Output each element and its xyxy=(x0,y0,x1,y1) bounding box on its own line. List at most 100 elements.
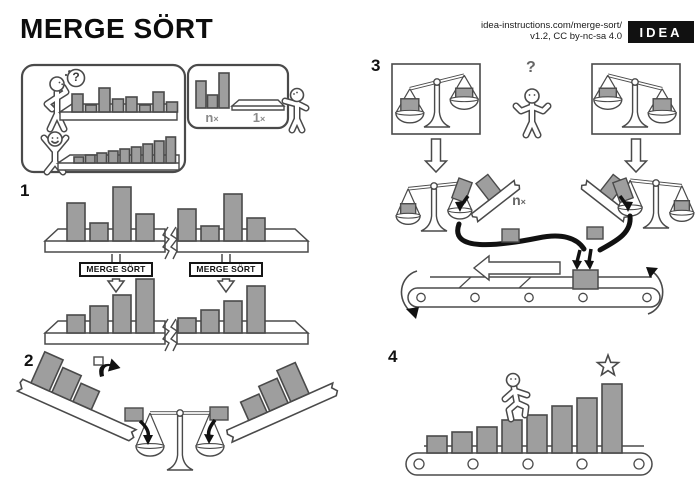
parts-panel xyxy=(186,63,310,134)
ramp-left-bars xyxy=(29,350,101,411)
n-count-x: × xyxy=(213,114,219,124)
bar xyxy=(89,222,109,242)
n-count: n xyxy=(205,110,214,125)
bar xyxy=(111,98,125,113)
page-title: MERGE SÖRT xyxy=(20,13,214,44)
belt-direction-arrow xyxy=(472,254,561,282)
break-zigzag-top xyxy=(161,226,179,260)
step1-sorted-right-bars xyxy=(177,285,266,334)
step1-split xyxy=(43,186,310,352)
bar xyxy=(275,361,311,403)
climbing-person xyxy=(501,372,531,423)
bar xyxy=(130,146,142,164)
step-4-number: 4 xyxy=(388,347,398,366)
parts-bars xyxy=(195,72,230,109)
step3-n-times: n× xyxy=(502,192,536,210)
rotate-arrow-icon xyxy=(99,358,121,377)
bar xyxy=(165,136,177,164)
bar xyxy=(138,104,152,113)
bar xyxy=(223,300,243,334)
parts-count-n: n× xyxy=(197,109,227,127)
bar xyxy=(551,405,573,454)
bar xyxy=(451,431,473,454)
parts-plank xyxy=(230,99,286,111)
parts-count-one: 1× xyxy=(243,109,275,127)
balance-scale-step2 xyxy=(135,409,225,471)
swoosh-left xyxy=(455,221,587,252)
bar xyxy=(246,217,266,242)
bar xyxy=(112,186,132,242)
bar xyxy=(107,150,119,164)
merge-sort-label-left: MERGE SÖRT xyxy=(79,262,153,277)
balance-left-heavier xyxy=(395,73,479,128)
bar xyxy=(206,94,219,109)
bar xyxy=(142,143,154,164)
drop-head-2 xyxy=(584,260,594,270)
step2-compare xyxy=(15,350,339,471)
bar xyxy=(218,72,230,109)
bar xyxy=(50,366,83,402)
belt-rotation-right xyxy=(647,271,664,315)
bar xyxy=(239,392,269,422)
drop-head-1 xyxy=(572,260,582,270)
drop-arrowhead-right xyxy=(204,434,214,444)
shrug-person xyxy=(512,88,552,139)
bar xyxy=(153,140,165,164)
bar xyxy=(98,87,111,113)
merge-sort-label-right: MERGE SÖRT xyxy=(189,262,263,277)
bar xyxy=(257,377,290,413)
presenter-person xyxy=(281,87,310,134)
bar xyxy=(125,96,138,113)
feed-ramp-left xyxy=(470,173,521,223)
break-zigzag-bottom xyxy=(161,318,179,352)
mid-n: n xyxy=(512,192,521,208)
drop-line-1 xyxy=(575,249,582,263)
merge-connector-lines xyxy=(111,254,231,262)
drop-arrow-right xyxy=(206,418,217,437)
bar xyxy=(84,104,98,113)
confused-person xyxy=(43,76,70,133)
bar xyxy=(576,397,598,454)
bar xyxy=(89,305,109,334)
conveyor-step3 xyxy=(407,276,661,308)
moved-bar-left xyxy=(501,228,520,243)
bar xyxy=(200,225,220,242)
compared-bar-right xyxy=(209,406,229,421)
belt-box xyxy=(572,269,599,290)
bar xyxy=(177,208,197,242)
bar xyxy=(246,285,266,334)
step4-sorted-bars xyxy=(426,383,623,454)
license-text: v1.2, CC by-nc-sa 4.0 xyxy=(530,31,622,42)
bar xyxy=(195,80,207,109)
bar xyxy=(223,193,243,242)
success-star xyxy=(595,352,621,377)
bar xyxy=(119,148,131,164)
bar xyxy=(135,278,155,334)
bar xyxy=(71,93,84,113)
balance-right-heavier xyxy=(593,73,677,128)
bar xyxy=(426,435,448,454)
source-url: idea-instructions.com/merge-sort/ xyxy=(481,20,622,31)
bar xyxy=(526,414,548,454)
step4-result xyxy=(405,352,653,476)
down-arrow-left xyxy=(106,278,126,294)
bar xyxy=(73,156,85,164)
bar xyxy=(71,382,101,411)
bar xyxy=(112,294,132,334)
bar xyxy=(601,383,623,454)
question-bubble xyxy=(66,68,86,88)
into-pan-head-right xyxy=(623,201,633,212)
moved-bar-right xyxy=(586,226,604,240)
bar xyxy=(152,91,165,113)
hollow-arrow-left xyxy=(423,138,449,174)
falling-bar-left xyxy=(450,177,474,204)
hollow-arrow-right xyxy=(623,138,649,174)
bar xyxy=(66,202,86,242)
step1-sorted-left-bars xyxy=(66,278,155,334)
ramp-left xyxy=(15,350,138,442)
falling-bar-right xyxy=(611,177,635,204)
bar xyxy=(476,426,498,454)
step-2-number: 2 xyxy=(24,351,34,370)
rotate-icon-box xyxy=(93,356,104,366)
